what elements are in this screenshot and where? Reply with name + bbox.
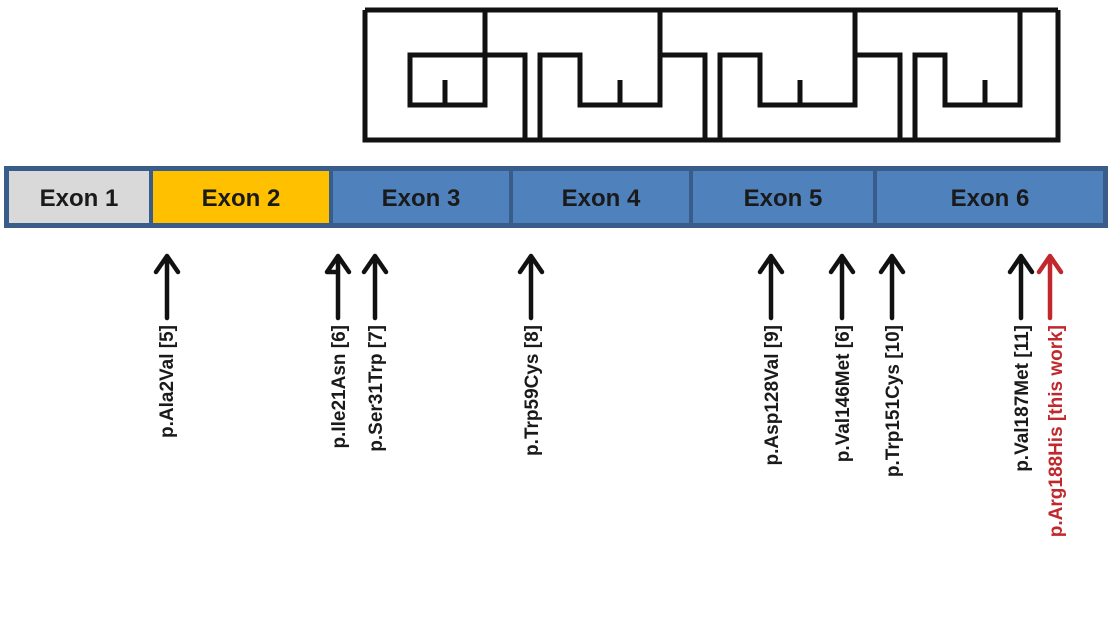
- mutation-marker: p.Ala2Val [5]: [153, 253, 181, 438]
- up-arrow-icon: [757, 253, 785, 321]
- exon-3-box: [333, 171, 509, 223]
- meander-unit-6: [900, 52, 988, 143]
- exon-4-box: [513, 171, 689, 223]
- mutation-marker: p.Val146Met [6]: [828, 253, 856, 462]
- mutation-label: p.Trp59Cys [8]: [522, 325, 543, 456]
- mutation-label: p.Ser31Trp [7]: [366, 325, 387, 452]
- exon-3-label: Exon 3: [382, 185, 461, 212]
- meander-unit-3: [540, 52, 708, 143]
- exon-4-label: Exon 4: [562, 185, 641, 212]
- meander-unit-2: [525, 52, 623, 143]
- meander-drop-4: [985, 10, 1023, 108]
- exon-6-box: [877, 171, 1103, 223]
- mutation-label: p.Ile21Asn [6]: [329, 325, 350, 449]
- mutation-label: p.Val187Met [11]: [1012, 325, 1033, 472]
- mutation-markers: p.Ala2Val [5] p.Ile21Asn [6] p.Ser31Trp …: [153, 253, 1067, 537]
- exon-5-box: [693, 171, 873, 223]
- exon-1-label: Exon 1: [40, 185, 119, 212]
- up-arrow-icon: [517, 253, 545, 321]
- mutation-marker: p.Val187Met [11]: [1007, 253, 1035, 472]
- mutation-label: p.Val146Met [6]: [833, 325, 854, 462]
- up-arrow-icon: [1036, 253, 1064, 321]
- exon-1-box: [9, 171, 149, 223]
- up-arrow-icon: [878, 253, 906, 321]
- mutation-marker: p.Ser31Trp [7]: [361, 253, 389, 452]
- protein-motif-meander: [362, 7, 1061, 143]
- mutation-marker: p.Trp59Cys [8]: [517, 253, 545, 456]
- meander-drop-2: [620, 10, 663, 108]
- up-arrow-icon: [361, 253, 389, 321]
- mutation-label-highlight: p.Arg188His [this work]: [1046, 325, 1067, 537]
- meander-unit-7: [915, 10, 1061, 143]
- mutation-marker-highlight: p.Arg188His [this work]: [1036, 253, 1067, 537]
- up-arrow-icon: [1007, 253, 1035, 321]
- mutation-marker: p.Trp151Cys [10]: [878, 253, 906, 477]
- mutation-marker: p.Ile21Asn [6]: [324, 253, 352, 449]
- mutation-label: p.Trp151Cys [10]: [883, 325, 904, 477]
- exon-5-label: Exon 5: [744, 185, 823, 212]
- mutation-label: p.Asp128Val [9]: [762, 325, 783, 465]
- meander-unit-5: [720, 52, 903, 143]
- exon-bar: Exon 1 Exon 2 Exon 3 Exon 4 Exon 5 Exon …: [4, 166, 1108, 228]
- exon-2-label: Exon 2: [202, 185, 281, 212]
- up-arrow-icon: [324, 253, 352, 321]
- meander-unit-4: [705, 52, 803, 143]
- mutation-label: p.Ala2Val [5]: [157, 325, 178, 438]
- meander-drop-3: [800, 10, 858, 108]
- mutation-marker: p.Asp128Val [9]: [757, 253, 785, 465]
- up-arrow-icon: [828, 253, 856, 321]
- exon-6-label: Exon 6: [951, 185, 1030, 212]
- up-arrow-icon: [153, 253, 181, 321]
- meander-drop-1: [445, 10, 488, 108]
- exon-2-box: [153, 171, 329, 223]
- meander-unit-1: [362, 10, 528, 143]
